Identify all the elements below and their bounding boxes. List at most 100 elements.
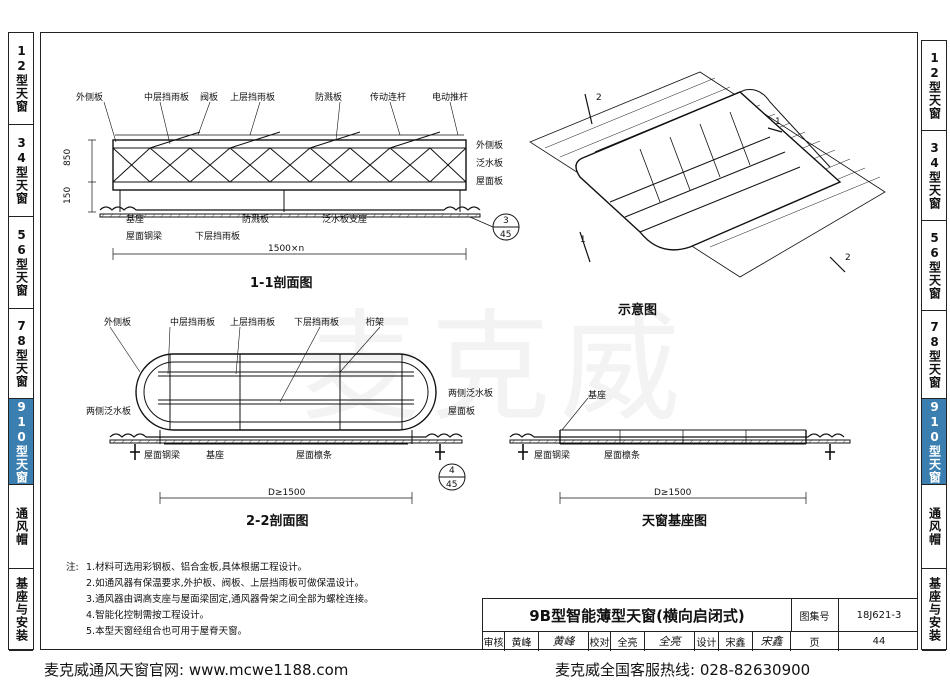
label-roof-steel-beam: 屋面钢梁 [126, 230, 162, 242]
tab-0[interactable]: 12型天窗 [9, 33, 33, 125]
note-item: 4.智能化控制需按工程设计。 [86, 610, 210, 621]
note-item: 1.材料可选用彩钢板、铝合金板,具体根据工程设计。 [86, 562, 308, 573]
tab-3[interactable]: 78型天窗 [922, 311, 946, 399]
dim-width-1: 1500×n [268, 244, 304, 254]
label-splash-panel-bottom: 防溅板 [242, 213, 269, 225]
reviewer-name: 黄峰 [505, 631, 539, 651]
label-upper-rain-panel: 上层挡雨板 [230, 91, 275, 103]
page-number: 44 [872, 635, 886, 647]
tab-0[interactable]: 12型天窗 [922, 41, 946, 131]
label-splash-panel: 防溅板 [315, 91, 342, 103]
label-flashing-support: 泛水板支座 [322, 213, 367, 225]
tab-label: 12型天窗 [14, 44, 29, 113]
tab-label: 56型天窗 [14, 228, 29, 297]
checker-name: 全亮 [611, 631, 645, 651]
tab-2[interactable]: 56型天窗 [9, 217, 33, 309]
tab-label: 通风帽 [14, 507, 29, 546]
label-roof-panel: 屋面板 [476, 175, 503, 187]
page-label: 页 [791, 631, 839, 651]
footer-website: 麦克威通风天窗官网: www.mcwe1188.com [44, 661, 349, 679]
label-valve-panel: 阀板 [200, 91, 218, 103]
label-2-two-side-flashing-right: 两侧泛水板 [448, 387, 493, 399]
designer-name: 宋鑫 [719, 631, 753, 651]
tab-label: 910型天窗 [927, 399, 942, 484]
section-1-1-title: 1-1剖面图 [250, 275, 313, 291]
ref-2-top: 4 [449, 466, 455, 476]
tab-3[interactable]: 78型天窗 [9, 309, 33, 399]
label-2-mid-rain-panel: 中层挡雨板 [170, 316, 215, 328]
schematic-mark-2-bottom: 2 [845, 253, 851, 263]
label-flashing-panel: 泛水板 [476, 157, 503, 169]
designer-signature: 宋鑫 [753, 631, 791, 651]
label-outer-panel-right: 外侧板 [476, 139, 503, 151]
title-block: 9B型智能薄型天窗(横向启闭式) 图集号 18J621-3 审核 黄峰 黄峰 校… [482, 598, 918, 651]
label-2-roof-steel-beam: 屋面钢梁 [144, 449, 180, 461]
label-outer-panel: 外侧板 [76, 91, 103, 103]
notes-heading: 注: [66, 562, 79, 573]
label-2-outer-panel: 外侧板 [104, 316, 131, 328]
drawing-title: 9B型智能薄型天窗(横向启闭式) [483, 599, 792, 631]
tab-label: 78型天窗 [927, 320, 942, 389]
tab-5[interactable]: 通风帽 [9, 485, 33, 569]
tab-6[interactable]: 基座与安装 [9, 569, 33, 651]
tab-label: 34型天窗 [14, 136, 29, 205]
tab-label: 12型天窗 [927, 51, 942, 120]
label-3-roof-steel-beam: 屋面钢梁 [534, 449, 570, 461]
ref-1-bottom: 45 [500, 230, 511, 240]
design-label: 设计 [695, 631, 719, 651]
schematic-mark-1-bottom: 1 [580, 235, 586, 245]
tab-label: 通风帽 [927, 507, 942, 546]
section-1-1-labels: 外侧板 中层挡雨板 阀板 上层挡雨板 防溅板 传动连杆 电动推杆 外侧板 泛水板… [63, 91, 511, 291]
label-drive-rod: 传动连杆 [370, 91, 406, 103]
tab-5[interactable]: 通风帽 [922, 485, 946, 569]
note-item: 2.如通风器有保温要求,外护板、阀板、上层挡雨板可做保温设计。 [86, 578, 365, 589]
tab-1[interactable]: 34型天窗 [9, 125, 33, 217]
dim-width-2: D≥1500 [268, 488, 306, 498]
ref-2-bottom: 45 [446, 480, 457, 490]
dim-width-3: D≥1500 [654, 488, 692, 498]
label-3-base: 基座 [588, 389, 606, 401]
tab-2[interactable]: 56型天窗 [922, 221, 946, 311]
drawing-area: 外侧板 中层挡雨板 阀板 上层挡雨板 防溅板 传动连杆 电动推杆 外侧板 泛水板… [63, 71, 886, 529]
note-item: 5.本型天窗经组合也可用于屋脊天窗。 [86, 626, 248, 637]
drawing-frame [40, 32, 918, 650]
label-2-roof-panel: 屋面板 [448, 405, 475, 417]
schematic-labels: 2 1 1 2 示意图 [580, 93, 851, 318]
ref-1-top: 3 [503, 216, 509, 226]
tab-6[interactable]: 基座与安装 [922, 569, 946, 651]
dim-150: 150 [63, 187, 73, 204]
skylight-base-drawing [509, 397, 851, 504]
notes-list: 1.材料可选用彩钢板、铝合金板,具体根据工程设计。 2.如通风器有保温要求,外护板… [86, 560, 506, 640]
tab-1[interactable]: 34型天窗 [922, 131, 946, 221]
label-2-roof-purlin: 屋面檩条 [296, 449, 332, 461]
dim-850: 850 [63, 149, 73, 166]
schematic-view [529, 71, 886, 278]
tab-label: 56型天窗 [927, 231, 942, 300]
review-label: 审核 [483, 631, 505, 651]
label-2-base: 基座 [206, 449, 224, 461]
section-2-2-title: 2-2剖面图 [246, 513, 309, 529]
section-1-1 [88, 101, 520, 260]
tab-label: 34型天窗 [927, 141, 942, 210]
tab-label: 78型天窗 [14, 319, 29, 388]
label-2-two-side-flashing-left: 两侧泛水板 [86, 405, 131, 417]
label-2-lower-rain-panel: 下层挡雨板 [294, 316, 339, 328]
checker-signature: 全亮 [645, 631, 695, 651]
atlas-number: 18J621-3 [856, 609, 902, 621]
label-2-purlin-frame: 桁架 [366, 316, 384, 328]
note-item: 3.通风器由调高支座与屋面梁固定,通风器骨架之间全部为螺栓连接。 [86, 594, 374, 605]
tab-4[interactable]: 910型天窗 [922, 399, 946, 485]
label-base: 基座 [126, 213, 144, 225]
tab-4[interactable]: 910型天窗 [9, 399, 33, 485]
schematic-mark-1-top: 1 [775, 117, 781, 127]
atlas-label: 图集号 [791, 599, 839, 631]
check-label: 校对 [589, 631, 611, 651]
schematic-title: 示意图 [618, 302, 657, 318]
label-electric-actuator: 电动推杆 [432, 91, 468, 103]
label-mid-rain-panel: 中层挡雨板 [144, 91, 189, 103]
skylight-base-title: 天窗基座图 [642, 513, 707, 529]
tab-label: 基座与安装 [927, 577, 942, 642]
label-2-upper-rain-panel: 上层挡雨板 [230, 316, 275, 328]
label-lower-rain-panel: 下层挡雨板 [195, 230, 240, 242]
